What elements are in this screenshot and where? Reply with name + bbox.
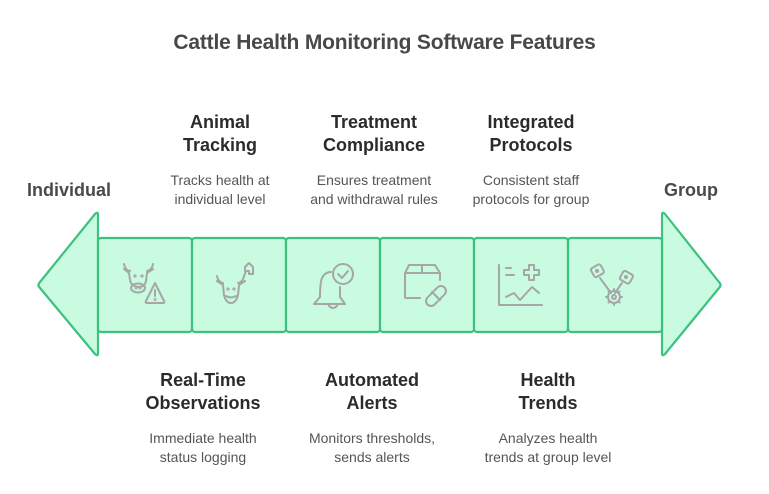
chart-plus-icon [498, 264, 543, 306]
feature-title: Animal Tracking [182, 112, 258, 155]
axis-label-group: Group [664, 180, 718, 200]
feature-title: Health Trends [518, 370, 578, 413]
feature-description: Immediate health status logging [149, 430, 257, 465]
feature-animal-tracking: Animal Tracking Tracks health at individ… [135, 111, 305, 209]
feature-description: Tracks health at individual level [170, 172, 270, 207]
box-pill-icon [404, 264, 447, 307]
feature-title: Automated Alerts [325, 370, 419, 413]
segment-6 [566, 236, 664, 334]
pistons-gear-icon [589, 263, 634, 306]
feature-treatment-compliance: Treatment Compliance Ensures treatment a… [289, 111, 459, 209]
feature-automated-alerts: Automated Alerts Monitors thresholds, se… [287, 369, 457, 467]
feature-title: Real-Time Observations [145, 370, 261, 413]
segment-3 [284, 236, 382, 334]
feature-integrated-protocols: Integrated Protocols Consistent staff pr… [446, 111, 616, 209]
segment-4 [378, 236, 476, 334]
feature-description: Consistent staff protocols for group [472, 172, 590, 207]
feature-description: Ensures treatment and withdrawal rules [310, 172, 438, 207]
bell-check-icon [313, 263, 354, 309]
diagram-title: Cattle Health Monitoring Software Featur… [173, 31, 596, 54]
right-arrowhead [660, 211, 722, 357]
cow-warning-icon [123, 263, 166, 304]
segment-5 [472, 236, 570, 334]
feature-title: Integrated Protocols [487, 112, 575, 155]
feature-real-time-observations: Real-Time Observations Immediate health … [118, 369, 288, 467]
feature-health-trends: Health Trends Analyzes health trends at … [463, 369, 633, 467]
feature-title: Treatment Compliance [322, 112, 426, 155]
cow-barn-icon [216, 262, 254, 304]
axis-label-individual: Individual [27, 180, 112, 200]
feature-description: Analyzes health trends at group level [484, 430, 612, 465]
feature-description: Monitors thresholds, sends alerts [308, 430, 436, 465]
left-arrowhead [37, 211, 100, 357]
